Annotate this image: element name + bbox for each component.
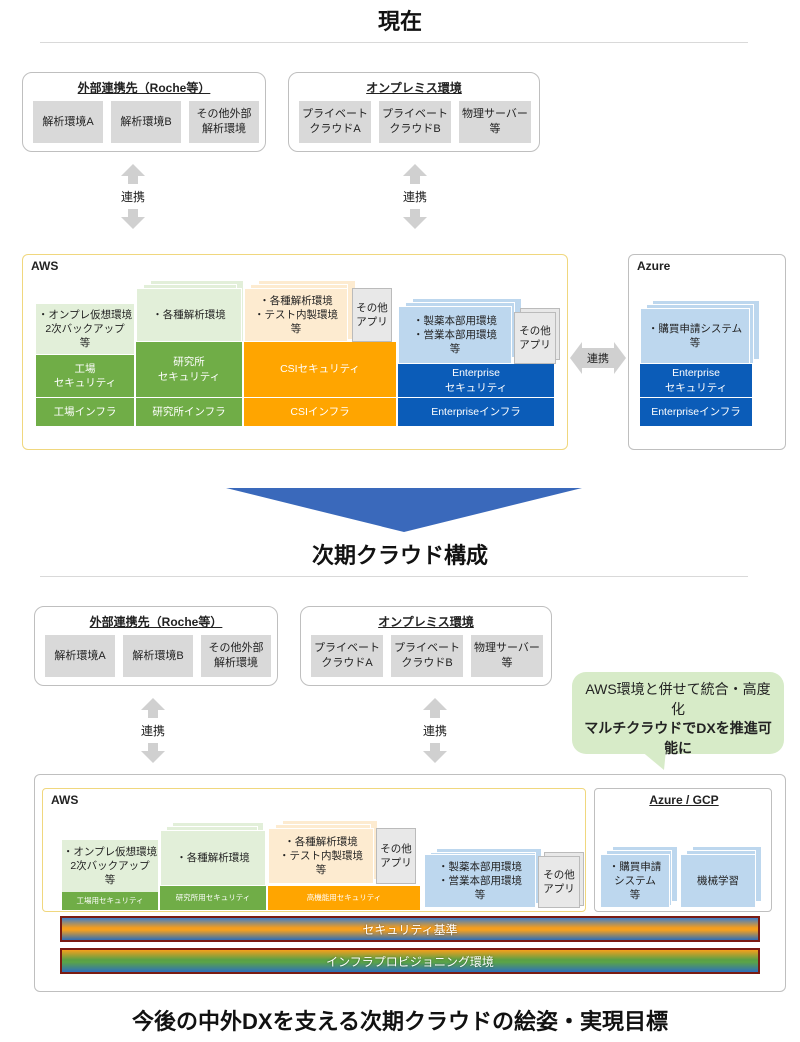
lab-env-box: ・各種解析環境 xyxy=(136,288,242,342)
link-label: 連携 xyxy=(120,190,145,204)
lab-security: 研究所 セキュリティ xyxy=(136,342,242,397)
physical-server: 物理サーバー 等 xyxy=(471,635,543,677)
current-onprem-panel: オンプレミス環境 プライベート クラウドA プライベート クラウドB 物理サーバ… xyxy=(288,72,540,152)
onprem-label: オンプレミス環境 xyxy=(366,81,462,95)
enterprise-env-box: ・製薬本部用環境 ・営業本部用環境 等 xyxy=(424,854,536,908)
lab-env-box: ・各種解析環境 xyxy=(160,830,266,886)
private-cloud-b: プライベート クラウドB xyxy=(391,635,463,677)
factory-infra: 工場インフラ xyxy=(36,398,134,426)
aws-label: AWS xyxy=(31,259,59,273)
enterprise-security: Enterprise セキュリティ xyxy=(398,364,554,397)
other-external-env: その他外部 解析環境 xyxy=(201,635,271,677)
current-azure-panel: Azure xyxy=(628,254,786,450)
enterprise-other-apps: その他 アプリ xyxy=(514,312,556,364)
divider xyxy=(40,576,748,577)
azure-enterprise-security: Enterprise セキュリティ xyxy=(640,364,752,397)
external-label: 外部連携先（Roche等） xyxy=(89,615,223,629)
csi-security: CSIセキュリティ xyxy=(244,342,396,397)
link-label: 連携 xyxy=(422,724,447,738)
next-aws-panel: AWS xyxy=(42,788,586,912)
factory-security: 工場 セキュリティ xyxy=(36,355,134,397)
link-arrow-azure: 連携 xyxy=(570,342,626,374)
csi-env-box: ・各種解析環境 ・テスト内製環境 等 xyxy=(268,828,374,884)
lab-security: 研究所用セキュリティ xyxy=(160,886,266,910)
lab-infra: 研究所インフラ xyxy=(136,398,242,426)
footer-title: 今後の中外DXを支える次期クラウドの絵姿・実現目標 xyxy=(132,1009,668,1034)
current-aws-panel: AWS xyxy=(22,254,568,450)
external-label: 外部連携先（Roche等） xyxy=(77,81,211,95)
private-cloud-b: プライベート クラウドB xyxy=(379,101,451,143)
onprem-label: オンプレミス環境 xyxy=(378,615,474,629)
link-arrow-external: 連携 xyxy=(138,698,168,763)
physical-server: 物理サーバー 等 xyxy=(459,101,531,143)
enterprise-env-box: ・製薬本部用環境 ・営業本部用環境 等 xyxy=(398,306,512,364)
link-arrow-onprem: 連携 xyxy=(400,164,430,229)
purchase-system-box: ・購買申請 システム 等 xyxy=(600,854,670,908)
private-cloud-a: プライベート クラウドA xyxy=(299,101,371,143)
next-azure-panel: Azure / GCP xyxy=(594,788,772,912)
csi-other-apps: その他 アプリ xyxy=(352,288,392,342)
transition-arrow-icon xyxy=(226,488,582,532)
next-title: 次期クラウド構成 xyxy=(311,543,488,568)
enterprise-infra: Enterpriseインフラ xyxy=(398,398,554,426)
csi-infra: CSIインフラ xyxy=(244,398,396,426)
analysis-env-a: 解析環境A xyxy=(45,635,115,677)
callout-bubble: AWS環境と併せて統合・高度化 マルチクラウドでDXを推進可能に xyxy=(572,672,784,756)
factory-env-box: ・オンプレ仮想環境 2次バックアップ 等 xyxy=(36,304,134,354)
factory-security: 工場用セキュリティ xyxy=(62,892,158,910)
next-onprem-panel: オンプレミス環境 プライベート クラウドA プライベート クラウドB 物理サーバ… xyxy=(300,606,552,686)
purchase-system-box: ・購買申請システム 等 xyxy=(640,308,750,364)
analysis-env-a: 解析環境A xyxy=(33,101,103,143)
link-arrow-onprem: 連携 xyxy=(420,698,450,763)
link-label: 連携 xyxy=(582,348,614,368)
factory-env-box: ・オンプレ仮想環境 2次バックアップ 等 xyxy=(62,840,158,892)
azure-enterprise-infra: Enterpriseインフラ xyxy=(640,398,752,426)
azure-gcp-label: Azure / GCP xyxy=(649,793,719,807)
next-external-panel: 外部連携先（Roche等） 解析環境A 解析環境B その他外部 解析環境 xyxy=(34,606,278,686)
security-standard-bar: セキュリティ基準 xyxy=(60,916,760,942)
private-cloud-a: プライベート クラウドA xyxy=(311,635,383,677)
divider xyxy=(40,42,748,43)
csi-security: 高機能用セキュリティ xyxy=(268,886,420,910)
csi-other-apps: その他 アプリ xyxy=(376,828,416,884)
analysis-env-b: 解析環境B xyxy=(111,101,181,143)
other-external-env: その他外部 解析環境 xyxy=(189,101,259,143)
callout-line2: マルチクラウドでDXを推進可能に xyxy=(584,720,772,756)
current-title: 現在 xyxy=(377,9,422,34)
enterprise-other-apps: その他 アプリ xyxy=(538,856,580,908)
link-arrow-external: 連携 xyxy=(118,164,148,229)
link-label: 連携 xyxy=(402,190,427,204)
azure-label: Azure xyxy=(637,259,671,273)
aws-label: AWS xyxy=(51,793,79,807)
machine-learning-box: 機械学習 xyxy=(680,854,756,908)
csi-env-box: ・各種解析環境 ・テスト内製環境 等 xyxy=(244,288,348,342)
callout-line1: AWS環境と併せて統合・高度化 xyxy=(585,681,771,717)
current-external-panel: 外部連携先（Roche等） 解析環境A 解析環境B その他外部 解析環境 xyxy=(22,72,266,152)
infra-provisioning-bar: インフラプロビジョニング環境 xyxy=(60,948,760,974)
link-label: 連携 xyxy=(140,724,165,738)
analysis-env-b: 解析環境B xyxy=(123,635,193,677)
next-outer-frame xyxy=(34,774,786,992)
callout-tail-icon xyxy=(640,750,666,770)
